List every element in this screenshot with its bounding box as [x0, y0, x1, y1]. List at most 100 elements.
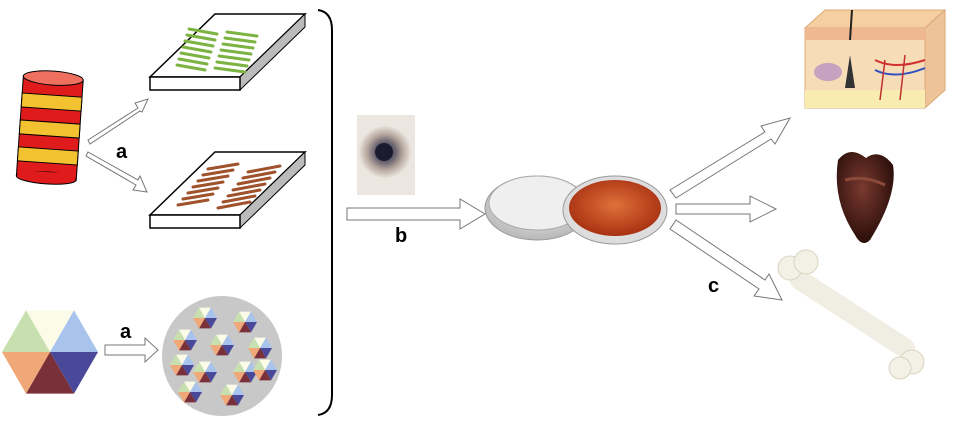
green-fiber: [217, 54, 251, 62]
polyhedron-face: [178, 381, 190, 392]
polyhedron-face: [179, 340, 191, 351]
polyhedron-face: [245, 372, 257, 383]
brown-fiber: [216, 200, 252, 210]
polyhedron-face: [190, 392, 202, 403]
polyhedron-face: [199, 361, 211, 372]
green-fiber: [185, 33, 217, 42]
polyhedron-face: [259, 370, 271, 381]
skin-tissue-illustration: [803, 8, 947, 110]
green-fiber: [215, 60, 249, 68]
polyhedron-face: [205, 318, 217, 329]
arrow-a-right: [104, 336, 159, 364]
arrow-a-up: [87, 98, 149, 145]
small-nanoparticle: [248, 337, 272, 359]
polyhedron-face: [226, 384, 238, 395]
petri-dish-empty: [484, 175, 590, 241]
polyhedron-face: [253, 359, 265, 370]
green-fiber: [179, 51, 211, 60]
polyhedron-face: [26, 352, 74, 394]
polyhedron-face: [254, 337, 266, 348]
green-fiber: [175, 63, 207, 72]
polyhedron-face: [265, 370, 277, 381]
small-nanoparticle: [253, 359, 277, 381]
arrow-c-skin: [669, 117, 792, 199]
label-a-bottom: a: [120, 321, 132, 343]
striped-scaffold-cylinder: [15, 70, 84, 185]
polyhedron-face: [232, 384, 244, 395]
small-nanoparticle: [233, 311, 257, 333]
small-nanoparticle: [170, 354, 194, 376]
polyhedron-face: [239, 372, 251, 383]
polyhedron-face: [216, 334, 228, 345]
polyhedron-face: [173, 340, 185, 351]
polyhedron-face: [259, 359, 271, 370]
polyhedron-face: [220, 395, 232, 406]
heart-tissue-photo: [836, 151, 894, 244]
small-nanoparticle: [233, 361, 257, 383]
polyhedron-face: [220, 384, 232, 395]
polyhedron-face: [260, 348, 272, 359]
polyhedron-face: [233, 322, 245, 333]
polyhedron-face: [182, 354, 194, 365]
polyhedron-face: [253, 370, 265, 381]
small-nanoparticle: [193, 361, 217, 383]
aligned-fiber-slab-green: [148, 12, 307, 92]
polyhedron-face: [26, 310, 74, 352]
label-a-top: a: [116, 141, 128, 163]
label-c: c: [708, 275, 719, 297]
bone-illustration: [777, 249, 925, 380]
label-b: b: [395, 225, 407, 247]
brown-fiber: [206, 162, 240, 171]
green-fiber: [221, 42, 255, 50]
polyhedron-face: [239, 322, 251, 333]
polyhedron-faces: [2, 310, 98, 394]
polyhedron-face: [205, 372, 217, 383]
polyhedron-face: [50, 352, 98, 394]
polyhedron-face: [173, 329, 185, 340]
polyhedron-face: [178, 392, 190, 403]
polyhedron-face: [210, 345, 222, 356]
brown-fiber: [176, 198, 210, 207]
brown-fiber: [241, 170, 277, 180]
polyhedron-face: [232, 395, 244, 406]
polyhedron-face: [193, 372, 205, 383]
green-fiber: [225, 30, 259, 38]
arrow-c-heart: [675, 195, 778, 223]
polyhedron-face: [222, 334, 234, 345]
polyhedron-nanoparticle: [2, 310, 98, 394]
polyhedron-face: [185, 329, 197, 340]
brown-fiber: [236, 176, 272, 186]
polyhedron-face: [184, 392, 196, 403]
polyhedron-face: [205, 307, 217, 318]
green-fiber: [177, 57, 209, 66]
polyhedron-face: [245, 311, 257, 322]
polyhedron-face: [193, 318, 205, 329]
polyhedron-face: [170, 354, 182, 365]
polyhedron-face: [179, 329, 191, 340]
green-fiber: [181, 45, 213, 54]
polyhedron-face: [210, 334, 222, 345]
polyhedron-face: [176, 354, 188, 365]
polyhedron-face: [245, 322, 257, 333]
polyhedron-face: [222, 345, 234, 356]
small-nanoparticle: [178, 381, 202, 403]
polyhedron-face: [193, 307, 205, 318]
polyhedron-face: [254, 348, 266, 359]
arrow-a-down: [85, 151, 148, 193]
brown-fiber: [201, 168, 235, 177]
brown-fiber: [196, 174, 230, 183]
polyhedron-face: [239, 311, 251, 322]
polyhedron-face: [199, 372, 211, 383]
polyhedron-face: [248, 348, 260, 359]
polyhedron-face: [265, 359, 277, 370]
green-fiber: [219, 48, 253, 56]
polyhedron-face: [182, 365, 194, 376]
brown-fiber: [246, 164, 282, 174]
arrow-b: [346, 198, 486, 230]
polyhedron-face: [233, 311, 245, 322]
polyhedron-face: [199, 318, 211, 329]
green-fiber: [223, 36, 257, 44]
stem-cell-photo: [357, 115, 415, 195]
petri-dish-culture-medium: [562, 175, 668, 245]
polyhedron-face: [2, 310, 50, 352]
